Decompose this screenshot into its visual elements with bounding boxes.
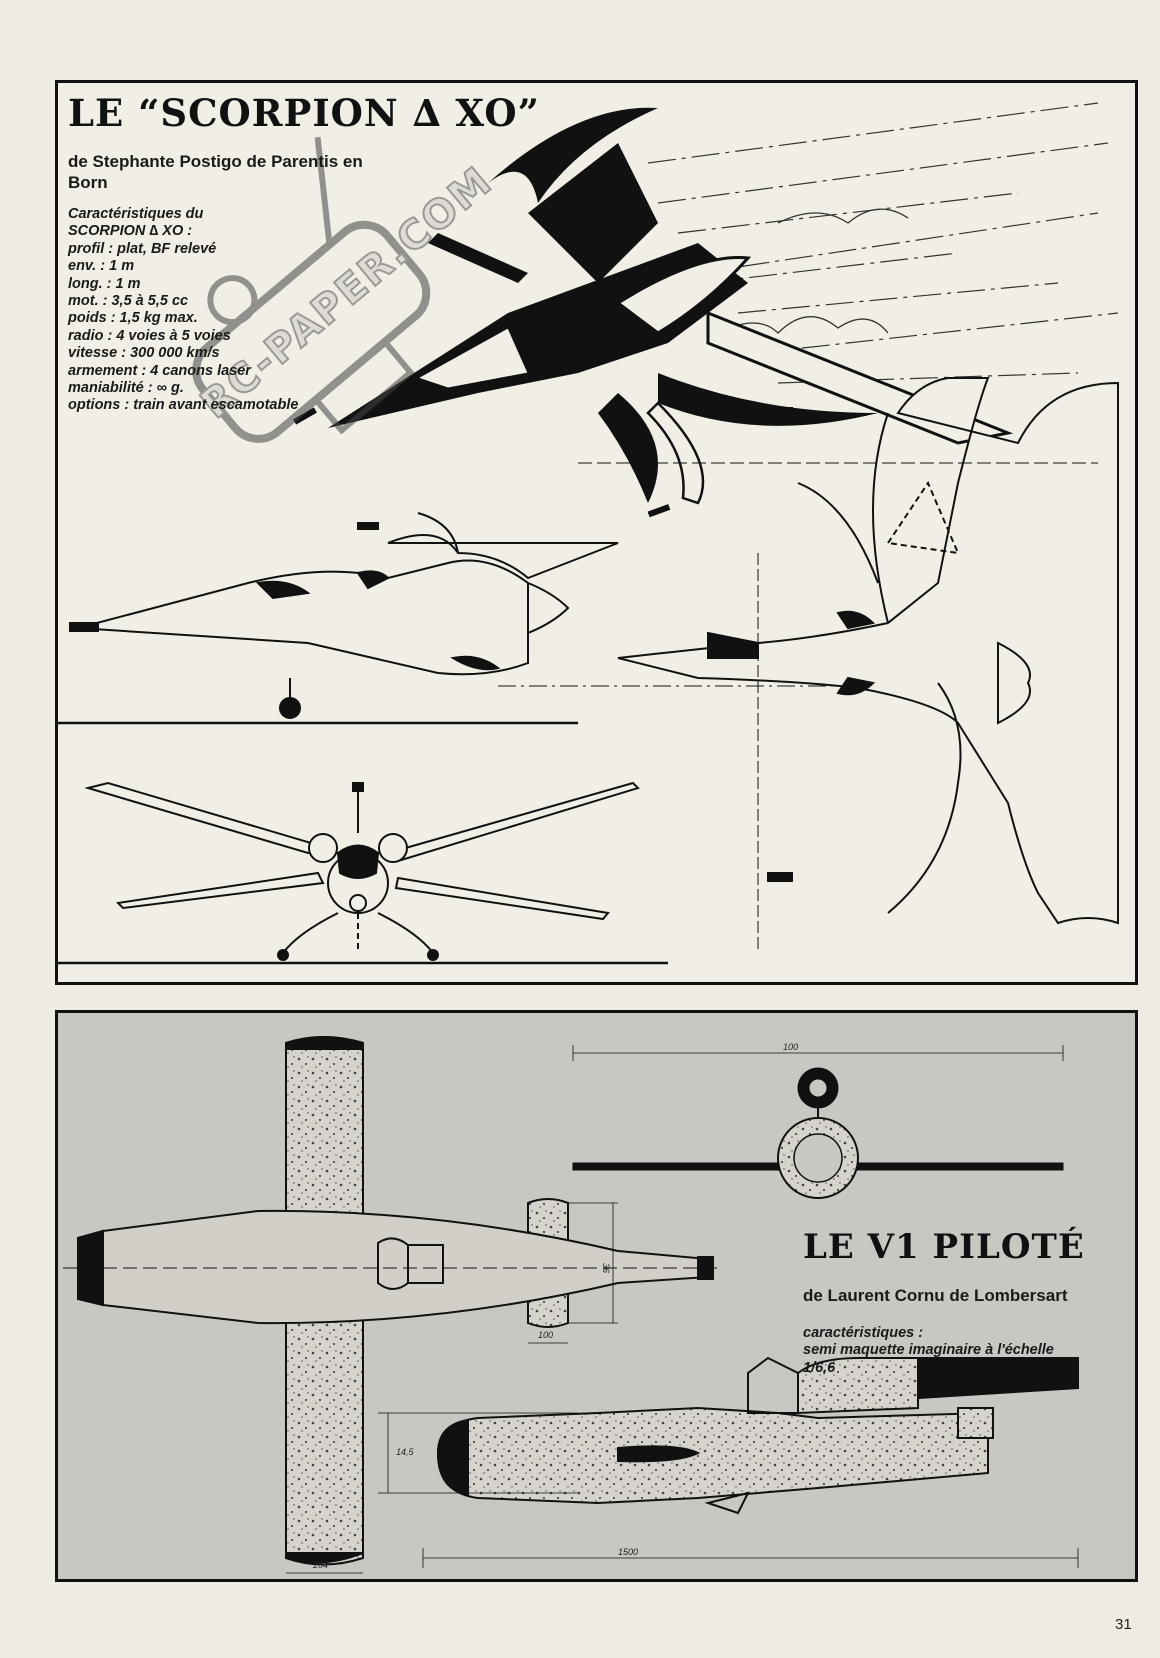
scorpion-title: LE “SCORPION ∆ XO”: [68, 91, 540, 135]
spec-line: 1/6,6: [803, 1359, 836, 1376]
scorpion-drawings: [58, 102, 1119, 965]
spec-line: semi maquette imaginaire à l'échelle: [803, 1342, 1054, 1359]
spec-line: Caractéristiques du: [68, 206, 204, 222]
scorpion-side-view: [58, 512, 1098, 725]
scorpion-perspective-view: [293, 107, 1014, 518]
dim-front-span: 100: [783, 1042, 798, 1052]
page-number: 31: [1115, 1616, 1132, 1633]
v1-panel: 36 100 204 100: [55, 1010, 1138, 1582]
spec-line: caractéristiques :: [803, 1325, 924, 1341]
v1-drawings: 36 100 204 100: [63, 1036, 1079, 1574]
scorpion-author: de Stephante Postigo de Parentis en Born: [68, 152, 363, 192]
dim-tail-span: 36: [601, 1263, 611, 1273]
speed-lines: [617, 102, 1119, 384]
spec-line: vitesse : 300 000 km/s: [68, 345, 220, 362]
dim-wing-chord: 204: [312, 1560, 328, 1570]
spec-line: radio : 4 voies à 5 voies: [68, 327, 231, 344]
scorpion-top-view: [578, 377, 1119, 953]
scorpion-specs: Caractéristiques du SCORPION ∆ XO : prof…: [68, 206, 368, 415]
v1-side-view: [378, 1356, 1079, 1568]
cloud-puffs-2: [777, 208, 909, 224]
spec-line: poids : 1,5 kg max.: [68, 310, 198, 327]
v1-specs: caractéristiques : semi maquette imagina…: [803, 1325, 1133, 1377]
scorpion-front-view: [58, 781, 668, 965]
dim-height: 14,5: [396, 1447, 415, 1457]
v1-title: LE V1 PILOTÉ: [803, 1227, 1085, 1267]
dim-length: 1500: [618, 1547, 638, 1557]
dim-tail-chord: 100: [538, 1330, 553, 1340]
v1-front-view: [572, 1045, 1064, 1199]
spec-line: maniabilité : ∞ g.: [68, 380, 184, 397]
spec-line: mot. : 3,5 à 5,5 cc: [68, 293, 189, 310]
cloud-puffs: [717, 315, 889, 334]
spec-line: options : train avant escamotable: [68, 397, 299, 414]
v1-top-view: [63, 1036, 723, 1574]
v1-author: de Laurent Cornu de Lombersart: [803, 1286, 1068, 1305]
scorpion-panel: RC-PAPER.COM LE “SCORPION ∆ XO” de Steph…: [55, 80, 1138, 985]
spec-line: SCORPION ∆ XO :: [68, 223, 193, 240]
spec-line: long. : 1 m: [68, 275, 141, 292]
spec-line: armement : 4 canons laser: [68, 362, 251, 379]
spec-line: profil : plat, BF relevé: [68, 240, 217, 257]
spec-line: env. : 1 m: [68, 258, 135, 275]
